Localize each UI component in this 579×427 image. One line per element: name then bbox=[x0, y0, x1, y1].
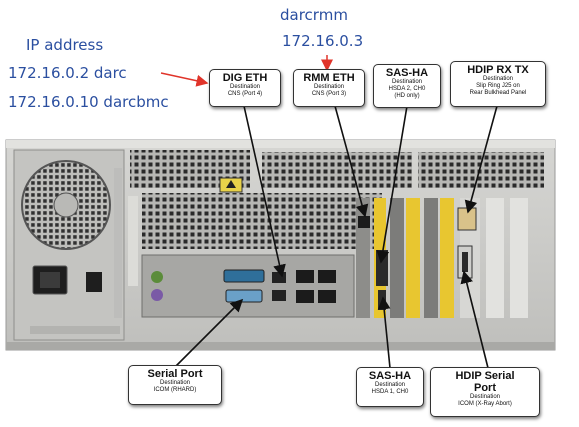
hdip-rx-tx-leader bbox=[464, 105, 498, 214]
callout-dest-label: Destination bbox=[374, 382, 406, 388]
callout-dest-note: (HD only) bbox=[394, 93, 420, 99]
rmm-ip: 172.16.0.3 bbox=[282, 32, 364, 50]
callout-dest: CNS (Port 3) bbox=[311, 91, 347, 97]
callout-dest-label: Destination bbox=[469, 394, 501, 400]
callout-dest: Slip Ring J25 on bbox=[476, 83, 520, 89]
callout-title-line2: Port bbox=[474, 382, 496, 394]
callout-dest: ICOM (RHARD) bbox=[153, 387, 197, 393]
callout-dest-label: Destination bbox=[159, 380, 191, 386]
callout-title: Serial Port bbox=[147, 368, 203, 380]
io-shield bbox=[141, 254, 355, 318]
callout-title: HDIP Serial bbox=[455, 370, 515, 382]
ip-darc-line: 172.16.0.2 darc bbox=[8, 64, 127, 82]
dig-eth-callout: DIG ETH Destination CNS (Port 4) bbox=[209, 69, 281, 107]
ip-annotation-arrow bbox=[160, 72, 209, 87]
callout-dest-label: Destination bbox=[313, 84, 345, 90]
callout-title: SAS-HA bbox=[368, 370, 412, 382]
callout-dest-label: Destination bbox=[391, 79, 423, 85]
dig-eth-leader bbox=[243, 105, 286, 278]
serial-port-callout: Serial Port Destination ICOM (RHARD) bbox=[128, 365, 222, 405]
callout-title: HDIP RX TX bbox=[467, 64, 529, 76]
callout-dest: HSDA 2, CH0 bbox=[388, 86, 426, 92]
ip-darcbmc-line: 172.16.0.10 darcbmc bbox=[8, 93, 169, 111]
rmm-eth-leader bbox=[334, 105, 369, 218]
sas-ha-top-leader bbox=[376, 105, 408, 264]
rmm-eth-port bbox=[358, 216, 370, 228]
top-vent bbox=[142, 193, 382, 249]
sas-ha-bottom-callout: SAS-HA Destination HSDA 1, CH0 bbox=[356, 367, 424, 407]
callout-dest: CNS (Port 4) bbox=[227, 91, 263, 97]
callout-title: RMM ETH bbox=[303, 72, 355, 84]
ip-address-heading: IP address bbox=[26, 36, 104, 54]
rmm-eth-callout: RMM ETH Destination CNS (Port 3) bbox=[293, 69, 365, 107]
callout-title: DIG ETH bbox=[222, 72, 268, 84]
sas-ha-top-callout: SAS-HA Destination HSDA 2, CH0 (HD only) bbox=[373, 64, 441, 108]
power-switch bbox=[86, 272, 102, 292]
hdip-serial-leader bbox=[460, 270, 489, 369]
callout-dest: ICOM (X-Ray Abort) bbox=[458, 401, 512, 407]
serial-port-leader bbox=[175, 298, 244, 367]
callout-dest-note: Rear Bulkhead Panel bbox=[469, 90, 527, 96]
callout-dest-label: Destination bbox=[229, 84, 261, 90]
hdip-serial-callout: HDIP Serial Port Destination ICOM (X-Ray… bbox=[430, 367, 540, 417]
callout-title: SAS-HA bbox=[385, 67, 429, 79]
rmm-hostname: darcrmm bbox=[280, 6, 348, 24]
callout-dest: HSDA 1, CH0 bbox=[371, 389, 409, 395]
sas-ha-bottom-leader bbox=[377, 296, 391, 369]
callout-dest-label: Destination bbox=[482, 76, 514, 82]
hdip-rx-tx-callout: HDIP RX TX Destination Slip Ring J25 on … bbox=[450, 61, 546, 107]
